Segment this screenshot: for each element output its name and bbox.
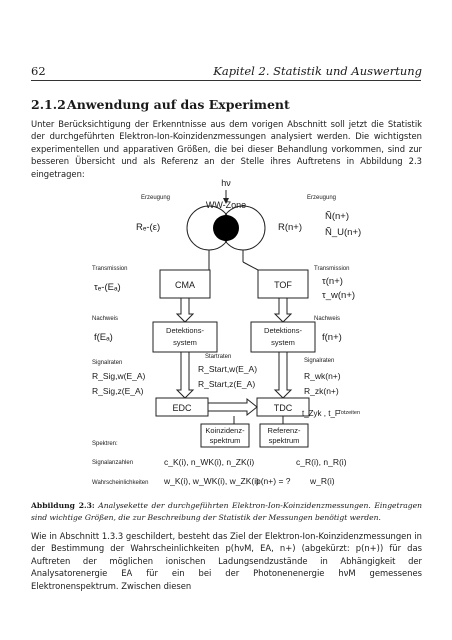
prob-left: w_K(i), w_WK(i), w_ZK(i): [163, 476, 259, 486]
left-signal-head: Signalraten: [92, 360, 122, 366]
arrow-cma-down: [175, 297, 195, 323]
right-rate-zk: R_zk(n+): [304, 386, 339, 396]
prob-mid: p(n+) = ?: [256, 476, 291, 486]
left-transmission: τₑ-(Eₐ): [94, 282, 121, 293]
left-detection-line2: system: [173, 338, 197, 347]
zone-core: [213, 215, 239, 241]
counts-right: c_R(i), n_R(i): [296, 457, 347, 467]
coincidence-spectrum-box: [200, 423, 250, 448]
intro-paragraph: Unter Berücksichtigung der Erkenntnisse …: [31, 119, 422, 179]
arrow-edc-tdc: [207, 397, 258, 417]
coinc-line1: Koinzidenz-: [205, 426, 245, 435]
left-production-label: Erzeugung: [141, 195, 170, 201]
right-ntilde-2: Ñ_U(n+): [325, 227, 361, 238]
dead-times-label: Totzeiten: [338, 410, 360, 416]
left-sig-w: R_Sig,w(E_A): [92, 371, 146, 381]
arrow-tof-down: [273, 297, 293, 323]
start-w: R_Start,w(E_A): [198, 364, 257, 374]
start-head: Startraten: [205, 354, 231, 360]
tof-label: TOF: [274, 280, 292, 290]
dead-times: t_Zyk , t_F: [302, 409, 340, 418]
right-ntilde-1: Ñ(n+): [325, 211, 349, 222]
zone-label: WW-Zone: [206, 200, 246, 210]
edc-label: EDC: [172, 403, 192, 413]
ref-line1: Referenz-: [268, 426, 301, 435]
left-detection-head: Nachweis: [92, 316, 118, 322]
right-detection: f(n+): [322, 332, 342, 343]
caption-label: Abbildung 2.3:: [31, 501, 95, 510]
right-rate: R(n+): [278, 222, 302, 233]
figure-caption: Abbildung 2.3: Analysekette der durchgef…: [31, 500, 422, 523]
spectra-label: Spektren:: [92, 441, 118, 447]
right-detection-head: Nachweis: [314, 316, 340, 322]
reference-spectrum-box: [259, 423, 309, 448]
section-title: Anwendung auf das Experiment: [67, 97, 290, 112]
cma-label: CMA: [175, 280, 195, 290]
photon-label: hν: [221, 178, 231, 188]
running-title: Kapitel 2. Statistik und Auswertung: [213, 64, 422, 78]
right-transmission-head: Transmission: [314, 266, 349, 272]
counts-left: c_K(i), n_WK(i), n_ZK(i): [164, 457, 254, 467]
tof-box: [257, 269, 309, 299]
right-transmission-1: τ(n+): [322, 276, 343, 287]
start-z: R_Start,z(E_A): [198, 379, 255, 389]
left-sig-z: R_Sig,z(E_A): [92, 386, 144, 396]
header-rule: [31, 80, 421, 81]
right-rate-wk: R_wk(n+): [304, 371, 341, 381]
prob-right: w_R(i): [309, 476, 335, 486]
caption-text: Analysekette der durchgeführten Elektron…: [31, 501, 423, 522]
section-heading: 2.1.2Anwendung auf das Experiment: [31, 97, 290, 112]
right-detection-line1: Detektions-: [264, 326, 302, 335]
left-detection-line1: Detektions-: [166, 326, 204, 335]
ref-line2: spektrum: [269, 436, 300, 445]
right-detection-line2: system: [271, 338, 295, 347]
arrow-right-signal: [273, 351, 293, 399]
page-number: 62: [31, 64, 46, 78]
closing-paragraph: Wie in Abschnitt 1.3.3 geschildert, best…: [31, 531, 422, 591]
right-detection-box: [250, 321, 316, 353]
counts-label: Signalanzahlen: [92, 460, 133, 466]
right-signal-head: Signalraten: [304, 358, 334, 364]
arrow-left-signal: [175, 351, 195, 399]
tdc-label: TDC: [274, 403, 293, 413]
right-transmission-2: τ_w(n+): [322, 290, 355, 301]
prob-label: Wahrscheinlichkeiten: [92, 480, 148, 486]
left-detection-box: [152, 321, 218, 353]
section-number: 2.1.2: [31, 97, 66, 112]
left-transmission-head: Transmission: [92, 266, 127, 272]
left-detection: f(Eₐ): [94, 332, 113, 343]
right-production-label: Erzeugung: [307, 195, 336, 201]
left-rate: Rₑ-(ε): [136, 222, 160, 233]
coinc-line2: spektrum: [210, 436, 241, 445]
